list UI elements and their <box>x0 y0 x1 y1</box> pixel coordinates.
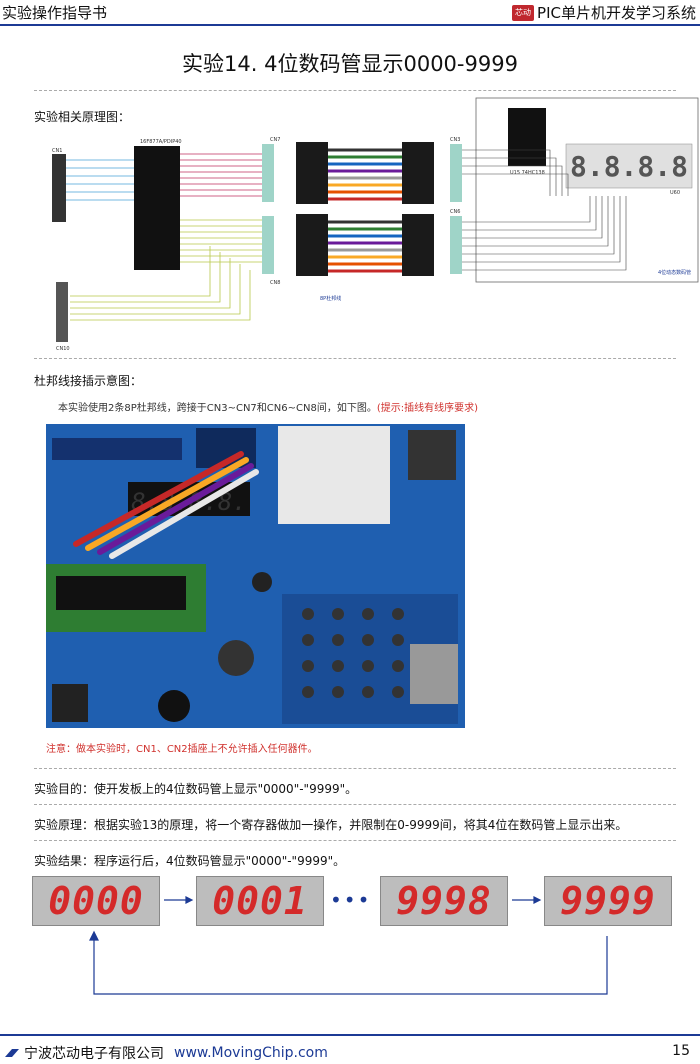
header-rule <box>0 24 700 26</box>
cn8-header <box>262 216 274 274</box>
cable-label: 8P杜邦线 <box>320 295 341 302</box>
brand-logo-icon: 芯动 <box>512 4 535 21</box>
display-value: 9998 <box>396 879 492 923</box>
doc-title: 实验操作指导书 <box>2 4 108 22</box>
divider <box>34 804 676 805</box>
display-value: 0000 <box>48 879 144 923</box>
display-0000: 0000 <box>32 876 160 926</box>
mcu-socket <box>56 576 186 610</box>
company-url[interactable]: www.MovingChip.com <box>174 1045 328 1061</box>
divider <box>34 768 676 769</box>
decoder-label: U15 74HC138 <box>510 170 545 176</box>
cn1-label: CN1 <box>52 148 62 154</box>
warning-text: 注意：做本实验时，CN1、CN2插座上不允许插入任何器件。 <box>46 744 318 755</box>
cn1-connector <box>52 154 66 222</box>
cn3-header <box>450 144 462 202</box>
dupont-plug-top-right <box>402 142 434 204</box>
board-photo: 8.8.8.8. <box>46 424 465 728</box>
page-number: 15 <box>672 1043 690 1059</box>
footer-company: 宁波芯动电子有限公司 www.MovingChip.com <box>4 1043 328 1063</box>
result-text: 实验结果：程序运行后，4位数码管显示"0000"-"9999"。 <box>34 854 346 868</box>
schematic-label: 实验相关原理图： <box>34 110 131 124</box>
mcu-chip <box>134 146 180 270</box>
dupont-plug-top-left <box>296 142 328 204</box>
display-9999: 9999 <box>544 876 672 926</box>
module-name: 4位动态数码管 <box>658 269 691 276</box>
display-module-box <box>475 97 699 283</box>
schematic-digits: 8.8.8.8 <box>570 150 688 183</box>
divider <box>34 90 676 91</box>
sequence-arrows <box>89 896 608 995</box>
purpose-text: 实验目的：使开发板上的4位数码管上显示"0000"-"9999"。 <box>34 782 358 796</box>
ellipsis: ••• <box>330 888 372 912</box>
display-value: 0001 <box>212 879 308 923</box>
brand-title: PIC单片机开发学习系统 <box>537 4 696 22</box>
company-logo-icon <box>5 1049 19 1057</box>
dupont-label: 杜邦线接插示意图： <box>34 374 143 388</box>
cn10-connector <box>56 282 68 342</box>
page-title: 实验14. 4位数码管显示0000-9999 <box>182 52 518 76</box>
dupont-plug-bottom-right <box>402 214 434 276</box>
buzzer <box>158 690 190 722</box>
divider <box>34 358 676 359</box>
dupont-hint: (提示:插线有线序要求) <box>376 403 478 414</box>
cn8-label: CN8 <box>270 280 280 286</box>
cn7-header <box>262 144 274 202</box>
schematic-diagram: CN1 16F877A/PDIP40 CN10 CN7 CN8 8P杜邦线 CN… <box>52 97 699 352</box>
decoder-chip <box>508 108 546 166</box>
cn3-label: CN3 <box>450 137 460 143</box>
brand: 芯动 PIC单片机开发学习系统 <box>512 2 696 23</box>
company-name: 宁波芯动电子有限公司 <box>24 1046 164 1062</box>
footer-rule <box>0 1034 700 1036</box>
cn6-label: CN6 <box>450 209 460 215</box>
cn6-header <box>450 216 462 274</box>
dupont-description: 本实验使用2条8P杜邦线，跨接于CN3~CN7和CN6~CN8间，如下图。(提示… <box>58 399 478 414</box>
principle-text: 实验原理：根据实验13的原理，将一个寄存器做加一操作，并限制在0-9999间，将… <box>34 818 628 832</box>
divider <box>34 840 676 841</box>
cn10-label: CN10 <box>56 346 70 352</box>
display-0001: 0001 <box>196 876 324 926</box>
dupont-plug-bottom-left <box>296 214 328 276</box>
loop-arrow-icon <box>93 936 608 995</box>
cn7-label: CN7 <box>270 137 280 143</box>
display-9998: 9998 <box>380 876 508 926</box>
display-tag: U60 <box>670 190 680 196</box>
schematic-display <box>565 143 693 189</box>
dupont-desc-text: 本实验使用2条8P杜邦线，跨接于CN3~CN7和CN6~CN8间，如下图。 <box>58 403 377 414</box>
mcu-label: 16F877A/PDIP40 <box>140 139 182 145</box>
display-value: 9999 <box>560 879 656 923</box>
battery-holder <box>218 640 254 676</box>
